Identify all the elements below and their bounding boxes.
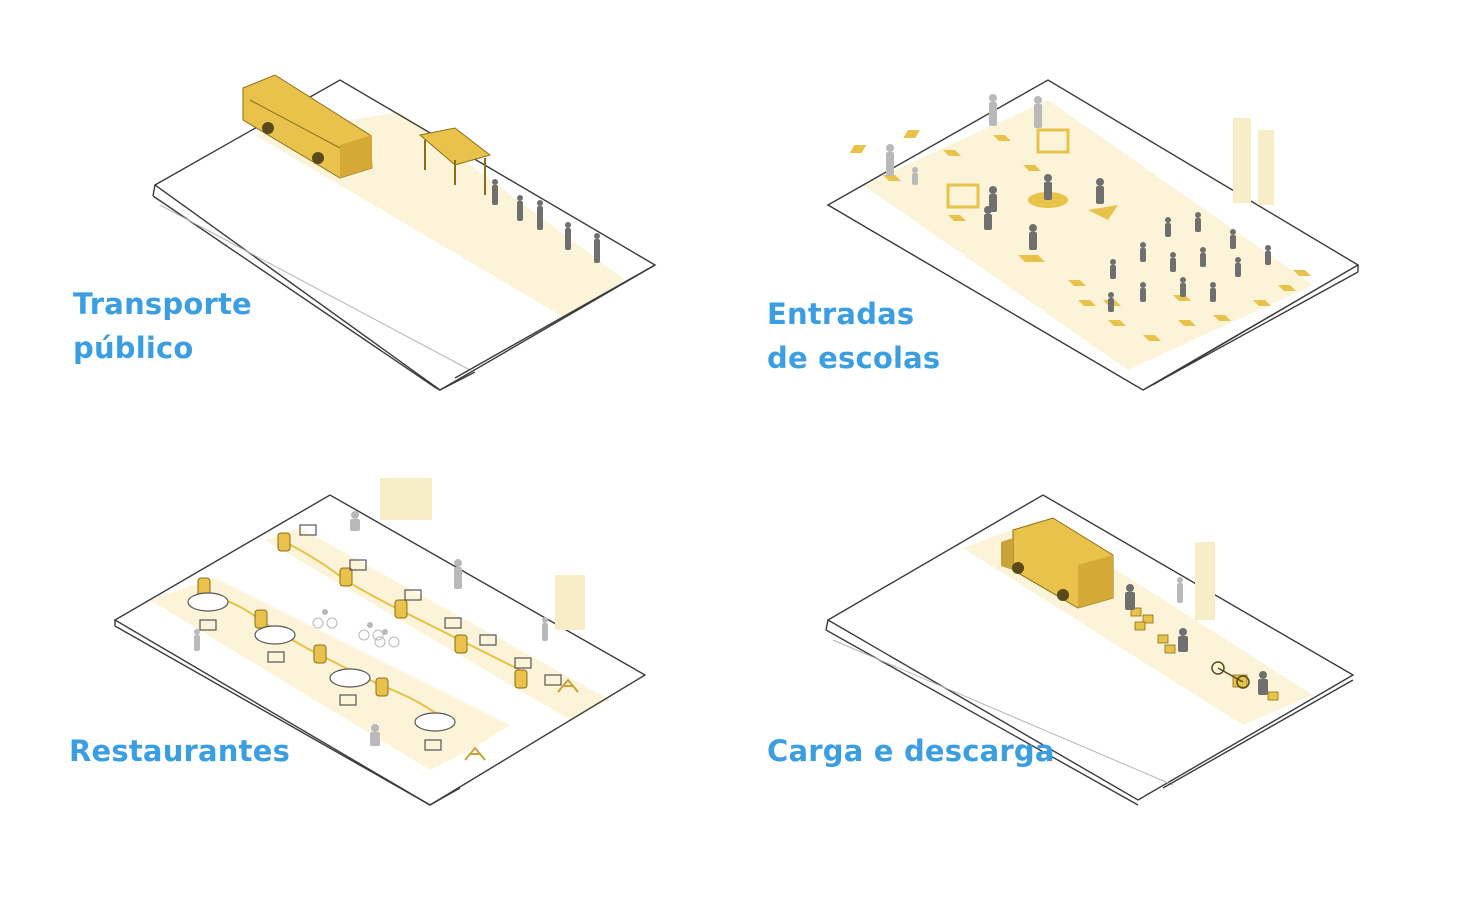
barrier-barrels (197, 532, 528, 697)
label-line: Entradas (767, 297, 915, 331)
truck-icon (1001, 517, 1114, 609)
transit-label: Transporte público (73, 282, 252, 370)
restaurants-label: Restaurantes (69, 729, 290, 773)
loading-label: Carga e descarga (767, 729, 1055, 773)
label-line: de escolas (767, 341, 941, 375)
schools-label: Entradas de escolas (767, 292, 940, 380)
panel-transit: Transporte público (0, 0, 733, 460)
transit-illustration (152, 74, 657, 391)
umbrella-icon (187, 592, 456, 732)
pedestrian-figure (1177, 577, 1183, 603)
children-figures (984, 174, 1271, 312)
street-outline (113, 494, 647, 806)
cargo-bike-icon (1211, 661, 1250, 689)
worker-figures (1125, 584, 1268, 695)
label-line: público (73, 331, 194, 365)
panel-loading: Carga e descarga (733, 460, 1466, 919)
school-zone (863, 100, 1313, 370)
sawhorse-icon (464, 678, 579, 761)
hurdle-icon (946, 128, 1070, 209)
bus-shelter-icon (418, 127, 492, 195)
label-line: Carga e descarga (767, 734, 1055, 768)
label-line: Restaurantes (69, 734, 291, 768)
panel-schools: Entradas de escolas (733, 0, 1466, 460)
bus-icon (242, 74, 373, 179)
label-line: Transporte (73, 287, 252, 321)
floor-markings (849, 130, 1311, 341)
restaurants-illustration (113, 478, 647, 806)
schools-illustration (826, 79, 1360, 391)
waiting-people (492, 179, 600, 263)
adult-figures (886, 94, 1042, 185)
loading-illustration (825, 494, 1355, 806)
table-icon (199, 524, 562, 751)
pedestrian-figures (194, 511, 548, 746)
panel-restaurants: Restaurantes (0, 460, 733, 919)
street-outline (826, 494, 1355, 801)
